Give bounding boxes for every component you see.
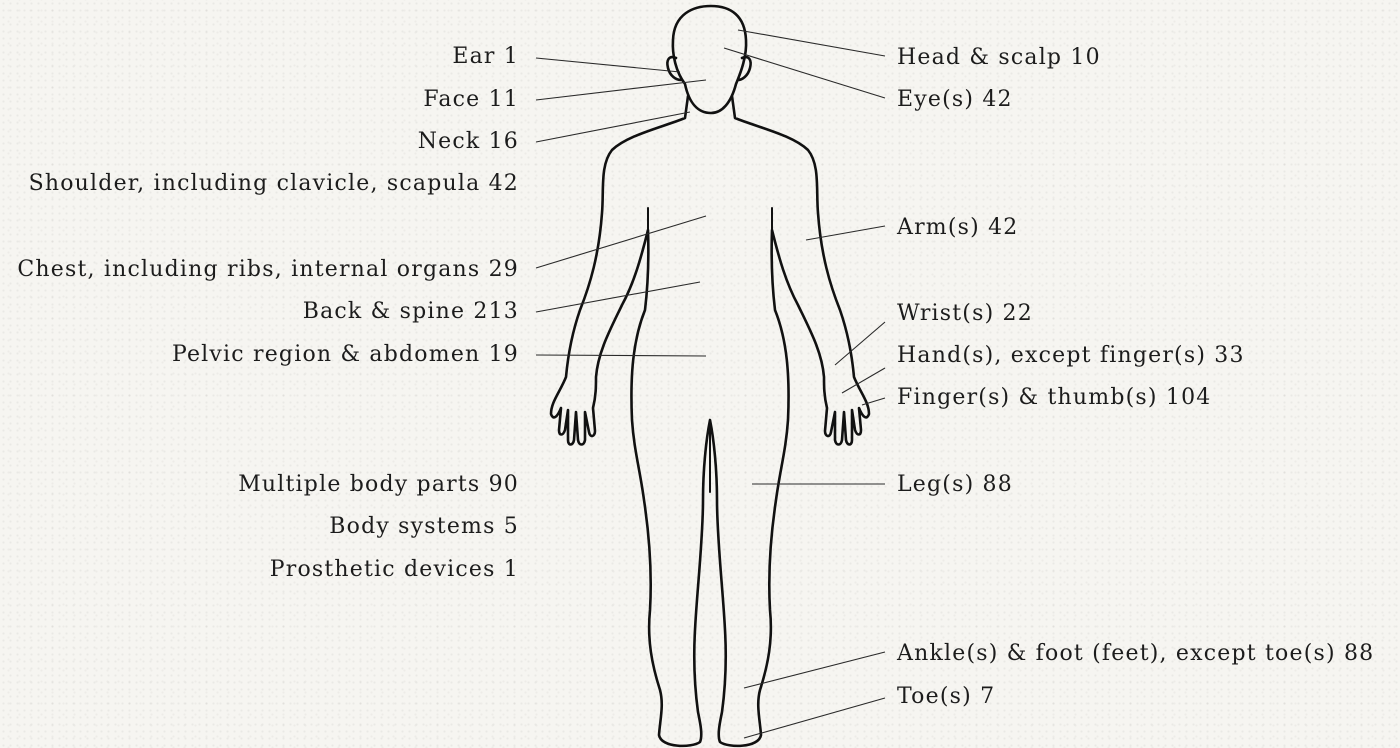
label-shoulder: Shoulder, including clavicle, scapula 42 [29,173,519,195]
label-chest: Chest, including ribs, internal organs 2… [17,259,519,281]
label-pelvic-abdomen: Pelvic region & abdomen 19 [172,344,519,366]
leader-toes [744,698,885,738]
leader-back [536,282,700,312]
leader-pelvic [536,355,706,356]
label-fingers-thumbs: Finger(s) & thumb(s) 104 [897,387,1211,409]
label-arms: Arm(s) 42 [897,217,1019,239]
leader-wrists [835,322,885,365]
label-face: Face 11 [423,89,519,111]
label-ankles-feet: Ankle(s) & foot (feet), except toe(s) 88 [897,643,1374,665]
label-neck: Neck 16 [418,131,519,153]
leader-head [738,30,885,56]
label-eyes: Eye(s) 42 [897,89,1013,111]
label-hands: Hand(s), except finger(s) 33 [897,345,1245,367]
leader-arms [806,226,885,240]
head-outline [673,6,746,113]
label-wrists: Wrist(s) 22 [897,303,1033,325]
label-prosthetic-devices: Prosthetic devices 1 [270,559,519,581]
leader-neck [536,112,690,142]
label-head-scalp: Head & scalp 10 [897,47,1101,69]
leader-ear [536,58,680,72]
leader-lines [536,30,885,738]
leader-chest [536,216,706,268]
leader-hands [842,368,885,393]
label-multiple-body-parts: Multiple body parts 90 [238,474,519,496]
label-toes: Toe(s) 7 [897,686,995,708]
leader-face [536,80,706,100]
label-ear: Ear 1 [452,46,519,68]
label-back-spine: Back & spine 213 [303,301,519,323]
label-legs: Leg(s) 88 [897,474,1013,496]
label-body-systems: Body systems 5 [329,516,519,538]
human-figure-outline [551,6,869,746]
